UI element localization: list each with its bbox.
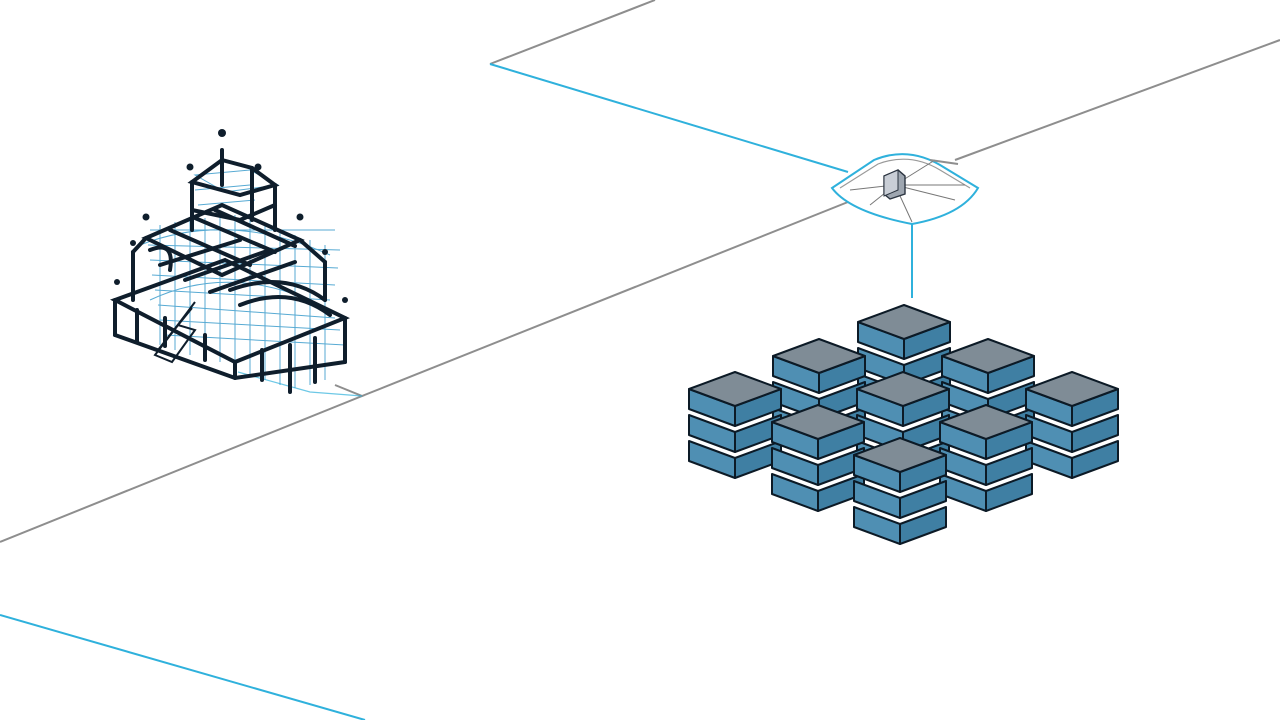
server-stack xyxy=(688,371,782,479)
server-stack xyxy=(1025,371,1119,479)
server-stack-icon xyxy=(688,304,1119,545)
server-block-top-face xyxy=(771,404,865,440)
connector-hub-icon xyxy=(830,153,980,226)
server-block-top-face xyxy=(853,437,947,473)
server-block-top-face xyxy=(1025,371,1119,407)
server-block-top-face xyxy=(939,404,1033,440)
server-block-top-face xyxy=(941,338,1035,374)
connection-lines xyxy=(0,63,913,720)
server-block-top-face xyxy=(856,371,950,407)
server-block-right-face xyxy=(985,447,1033,486)
guide-line-mid xyxy=(361,197,859,397)
connection-line-bottom xyxy=(0,614,366,720)
guide-line-top xyxy=(489,0,656,65)
greenhouse-frame xyxy=(110,148,350,394)
server-block-right-face xyxy=(899,506,947,545)
server-block-top-face xyxy=(857,304,951,340)
server-block-top-face xyxy=(772,338,866,374)
greenhouse-wireframe-icon xyxy=(110,129,350,394)
greenhouse-finials xyxy=(114,129,348,303)
server-block-right-face xyxy=(1071,440,1119,479)
server-block-top-face xyxy=(688,371,782,407)
connection-line-top xyxy=(489,63,849,173)
server-block-right-face xyxy=(1071,414,1119,453)
guide-line-main xyxy=(0,384,365,543)
server-stack xyxy=(939,404,1033,512)
server-block-right-face xyxy=(899,480,947,519)
greenhouse-stair xyxy=(153,301,197,364)
guide-lines xyxy=(0,0,1280,543)
guide-line-right xyxy=(954,39,1280,161)
server-block-right-face xyxy=(985,473,1033,512)
server-stack xyxy=(771,404,865,512)
server-stack xyxy=(853,437,947,545)
